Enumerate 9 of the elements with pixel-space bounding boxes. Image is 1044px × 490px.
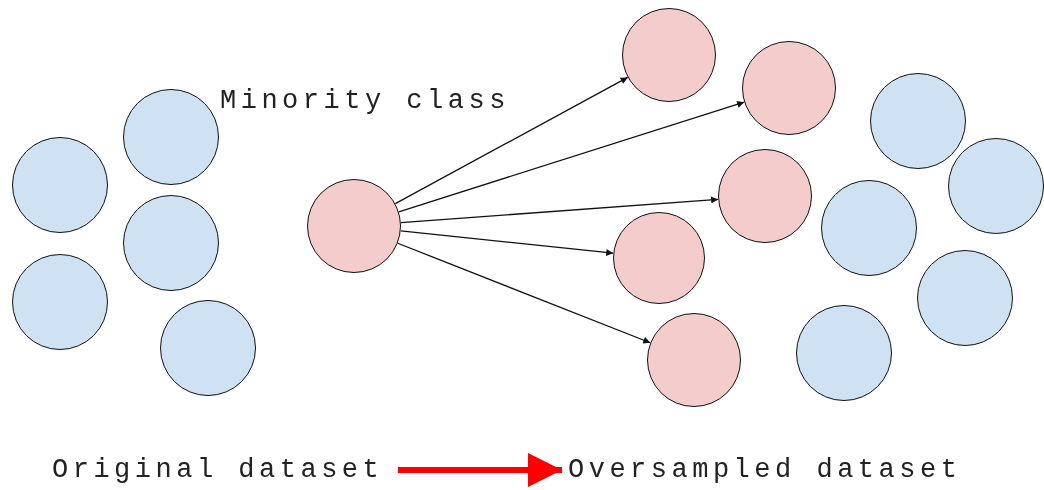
arrow: [400, 230, 614, 256]
arrow: [400, 196, 719, 224]
arrow: [398, 453, 562, 487]
arrow: [394, 76, 629, 205]
dataset-label: Original dataset: [52, 450, 384, 490]
class-label: Minority class: [220, 86, 510, 116]
arrow: [398, 101, 745, 213]
dataset-label: Oversampled dataset: [568, 450, 962, 490]
arrow: [397, 242, 651, 344]
